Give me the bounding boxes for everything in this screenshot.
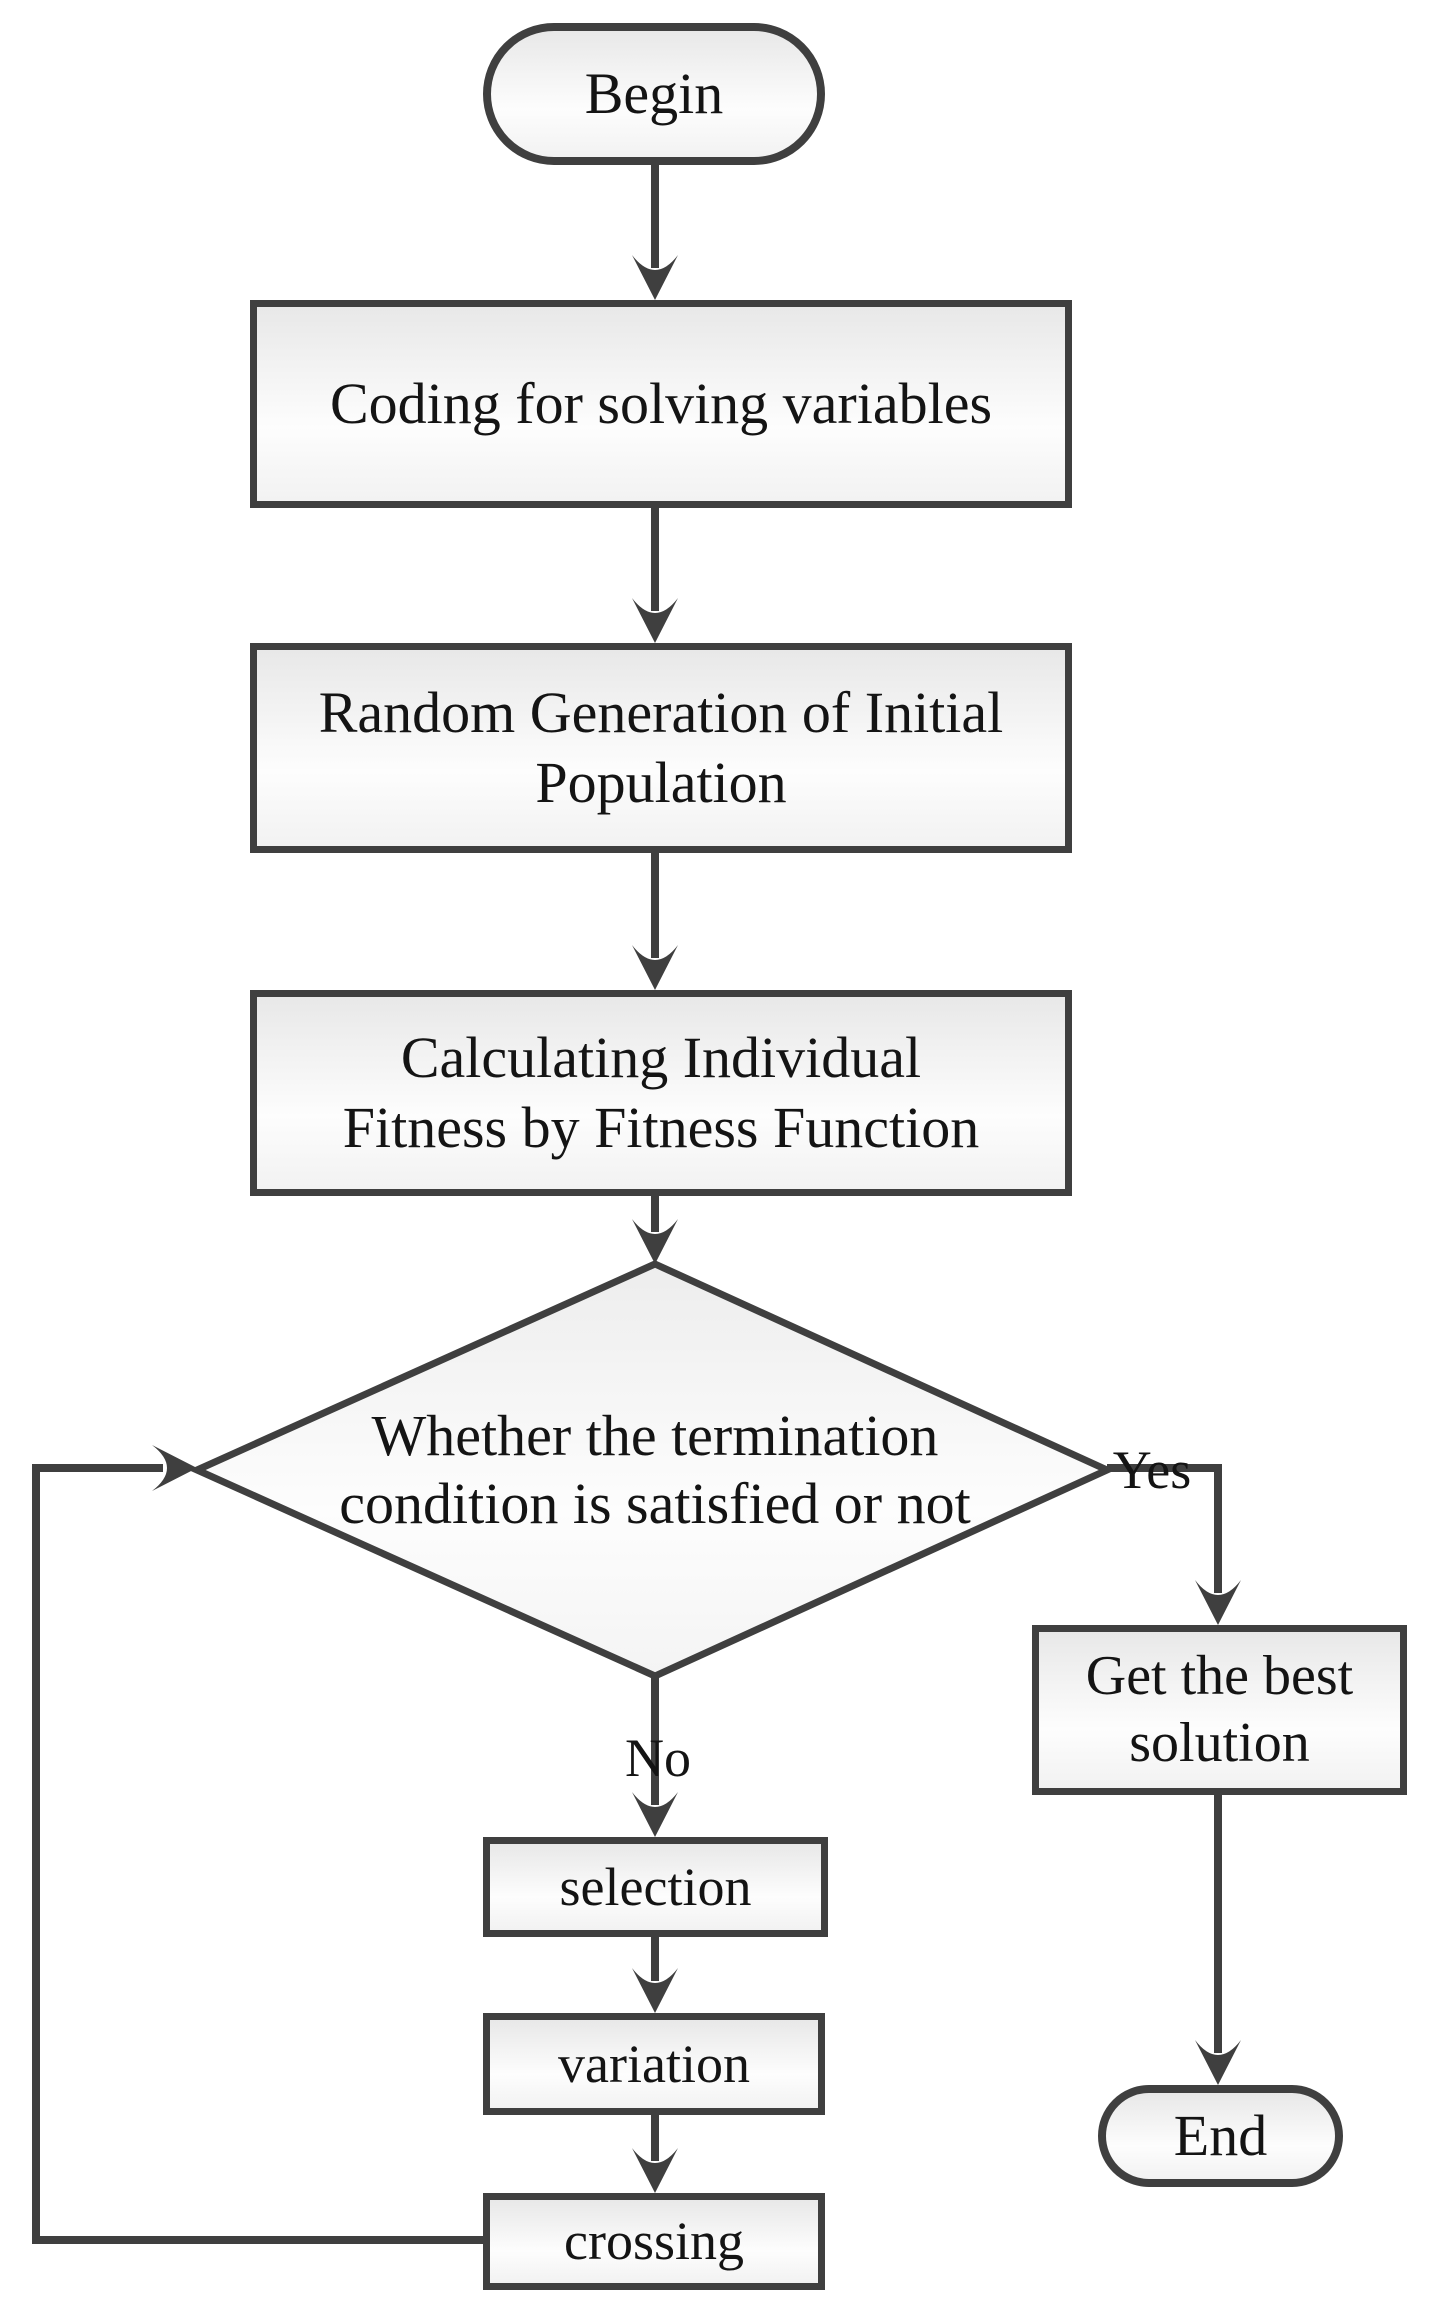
arrow-decision-to-best [1107,1464,1241,1625]
arrow-selection-to-variation [632,1937,678,2013]
fitness-label: Calculating Individual Fitness by Fitnes… [342,1025,980,1160]
end-terminator: End [1098,2085,1343,2187]
arrow-fitness-to-decision [632,1196,678,1264]
arrow-decision-to-selection [632,1676,678,1837]
arrowhead-down-icon [632,598,678,643]
arrow-variation-to-crossing [632,2115,678,2193]
arrowhead-down-icon [632,1792,678,1837]
best-solution-label: Get the best solution [1085,1644,1354,1774]
crossing-step: crossing [483,2193,825,2290]
arrow-random-to-fitness [632,853,678,990]
random-generation-step: Random Generation of Initial Population [250,643,1072,853]
variation-step: variation [483,2013,825,2115]
decision-diamond [188,1260,1116,1680]
arrowhead-down-icon [632,255,678,300]
arrowhead-down-icon [632,945,678,990]
coding-step: Coding for solving variables [250,300,1072,508]
variation-label: variation [558,2033,750,2094]
crossing-label: crossing [564,2211,744,2272]
arrowhead-down-icon [1195,1580,1241,1625]
arrowhead-right-icon [152,1445,197,1491]
arrowhead-down-icon [632,1968,678,2013]
begin-terminator: Begin [483,23,825,165]
begin-label: Begin [584,61,724,127]
arrowhead-down-icon [1195,2040,1241,2085]
selection-label: selection [559,1856,752,1917]
no-branch-label: No [625,1728,691,1788]
best-solution-step: Get the best solution [1032,1625,1407,1795]
coding-label: Coding for solving variables [329,371,993,437]
arrow-begin-to-coding [632,165,678,300]
arrowhead-down-icon [632,1219,678,1264]
decision-label: Whether the termination condition is sat… [339,1402,971,1536]
yes-branch-label: Yes [1112,1440,1192,1500]
random-generation-label: Random Generation of Initial Population [318,680,1004,815]
selection-step: selection [483,1837,828,1937]
arrow-coding-to-random [632,508,678,643]
arrow-crossing-loop-to-decision [32,1445,483,2244]
decision-label-box: Whether the termination condition is sat… [245,1385,1065,1555]
fitness-step: Calculating Individual Fitness by Fitnes… [250,990,1072,1196]
arrowhead-down-icon [632,2148,678,2193]
end-label: End [1173,2103,1268,2169]
arrow-best-to-end [1195,1795,1241,2085]
